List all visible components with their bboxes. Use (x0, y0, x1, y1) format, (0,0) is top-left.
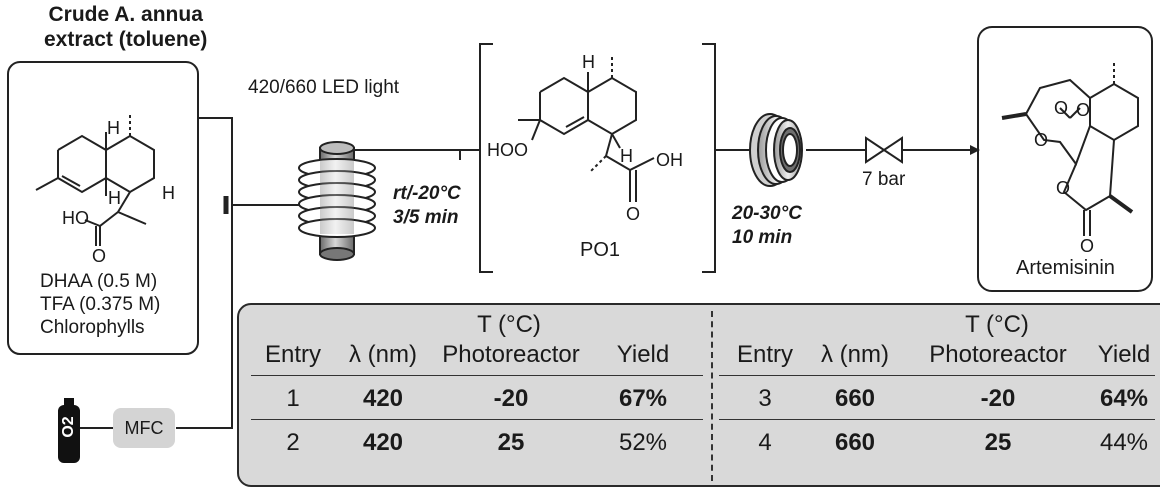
row1-temp: -20 (493, 385, 529, 412)
art-atom-o-4: O (1056, 178, 1071, 198)
po1-atom-h: H (620, 146, 633, 166)
row4-wavelength: 660 (834, 429, 876, 456)
dhaa-atom-h-side: H (162, 183, 175, 203)
back-pressure-valve (865, 136, 903, 164)
group-header-temp: T (°C) (477, 311, 541, 338)
row3-yield: 64% (1099, 385, 1149, 412)
row1-wavelength: 420 (362, 385, 404, 412)
thermal-conditions-temp: 20-30°C (732, 203, 802, 224)
po1-atom-o: O (626, 204, 641, 224)
col-header-yield-right: Yield (1097, 341, 1151, 368)
feed-title-line2: extract (toluene) (44, 28, 208, 51)
feed-lines (176, 117, 300, 429)
dhaa-atom-o: O (92, 246, 107, 266)
col-header-wavelength: λ (nm) (349, 341, 417, 368)
feed-component-tfa: TFA (0.375 M) (40, 294, 161, 315)
row1-yield: 67% (618, 385, 668, 412)
row-rule-right (719, 419, 1155, 420)
mass-flow-controller: MFC (113, 408, 175, 448)
bpr-label: 7 bar (862, 169, 906, 190)
row3-entry: 3 (758, 385, 772, 412)
po1-atom-hoo: HOO (487, 140, 529, 160)
row-rule (251, 419, 703, 420)
feed-title: Crude A. annua extract (toluene) (44, 2, 207, 52)
col-header-photoreactor: Photoreactor (442, 341, 580, 368)
header-rule-right (719, 375, 1155, 376)
row3-wavelength: 660 (834, 385, 876, 412)
col-header-entry-right: Entry (736, 341, 793, 368)
art-atom-o-1: O (1054, 98, 1069, 118)
row4-temp: 25 (984, 429, 1012, 456)
row2-entry: 2 (286, 429, 300, 456)
header-rule (251, 375, 703, 376)
po1-atom-oh: OH (656, 150, 683, 170)
art-atom-o-carbonyl: O (1080, 236, 1095, 256)
oxygen-cylinder-label: O2 (60, 416, 77, 438)
row1-entry: 1 (286, 385, 300, 412)
conditions-table: T (°C) Entry λ (nm) Photoreactor Yield 1… (237, 303, 1160, 487)
table-divider (711, 311, 713, 481)
dhaa-structure (35, 112, 155, 246)
row2-yield: 52% (618, 429, 668, 456)
dhaa-atom-ho: HO (62, 208, 89, 228)
col-header-wavelength-right: λ (nm) (821, 341, 889, 368)
thermal-conditions-time: 10 min (732, 227, 793, 248)
intermediate-label: PO1 (580, 239, 621, 261)
feed-box (7, 61, 199, 355)
row3-temp: -20 (980, 385, 1016, 412)
product-label: Artemisinin (1016, 257, 1115, 279)
intermediate-brackets (479, 43, 716, 273)
feed-component-chlorophylls: Chlorophylls (40, 317, 145, 338)
oxygen-cylinder (58, 398, 80, 463)
group-header-temp-right: T (°C) (965, 311, 1029, 338)
col-header-photoreactor-right: Photoreactor (929, 341, 1067, 368)
feed-title-line1: Crude A. annua (48, 3, 203, 26)
col-header-yield: Yield (616, 341, 670, 368)
col-header-entry: Entry (264, 341, 321, 368)
flow-arrow (970, 145, 980, 155)
product-box (977, 26, 1153, 292)
row4-entry: 4 (758, 429, 772, 456)
feed-component-dhaa: DHAA (0.5 M) (40, 271, 158, 292)
art-atom-o-2: O (1076, 100, 1091, 120)
photo-conditions-time: 3/5 min (393, 207, 459, 228)
art-atom-o-3: O (1034, 130, 1049, 150)
po1-structure (518, 56, 655, 202)
led-photoreactor (298, 141, 376, 261)
flow-scheme (7, 26, 1153, 463)
photo-conditions-temp: rt/-20°C (393, 183, 461, 204)
row2-wavelength: 420 (362, 429, 404, 456)
dhaa-atom-h-top: H (107, 118, 120, 138)
row4-yield: 44% (1099, 429, 1149, 456)
artemisinin-structure (1001, 60, 1139, 236)
thermal-coil-reactor (749, 113, 803, 187)
po1-atom-h-top: H (582, 52, 595, 72)
dhaa-atom-h-bottom: H (108, 188, 121, 208)
led-light-label: 420/660 LED light (248, 77, 400, 98)
row2-temp: 25 (497, 429, 525, 456)
